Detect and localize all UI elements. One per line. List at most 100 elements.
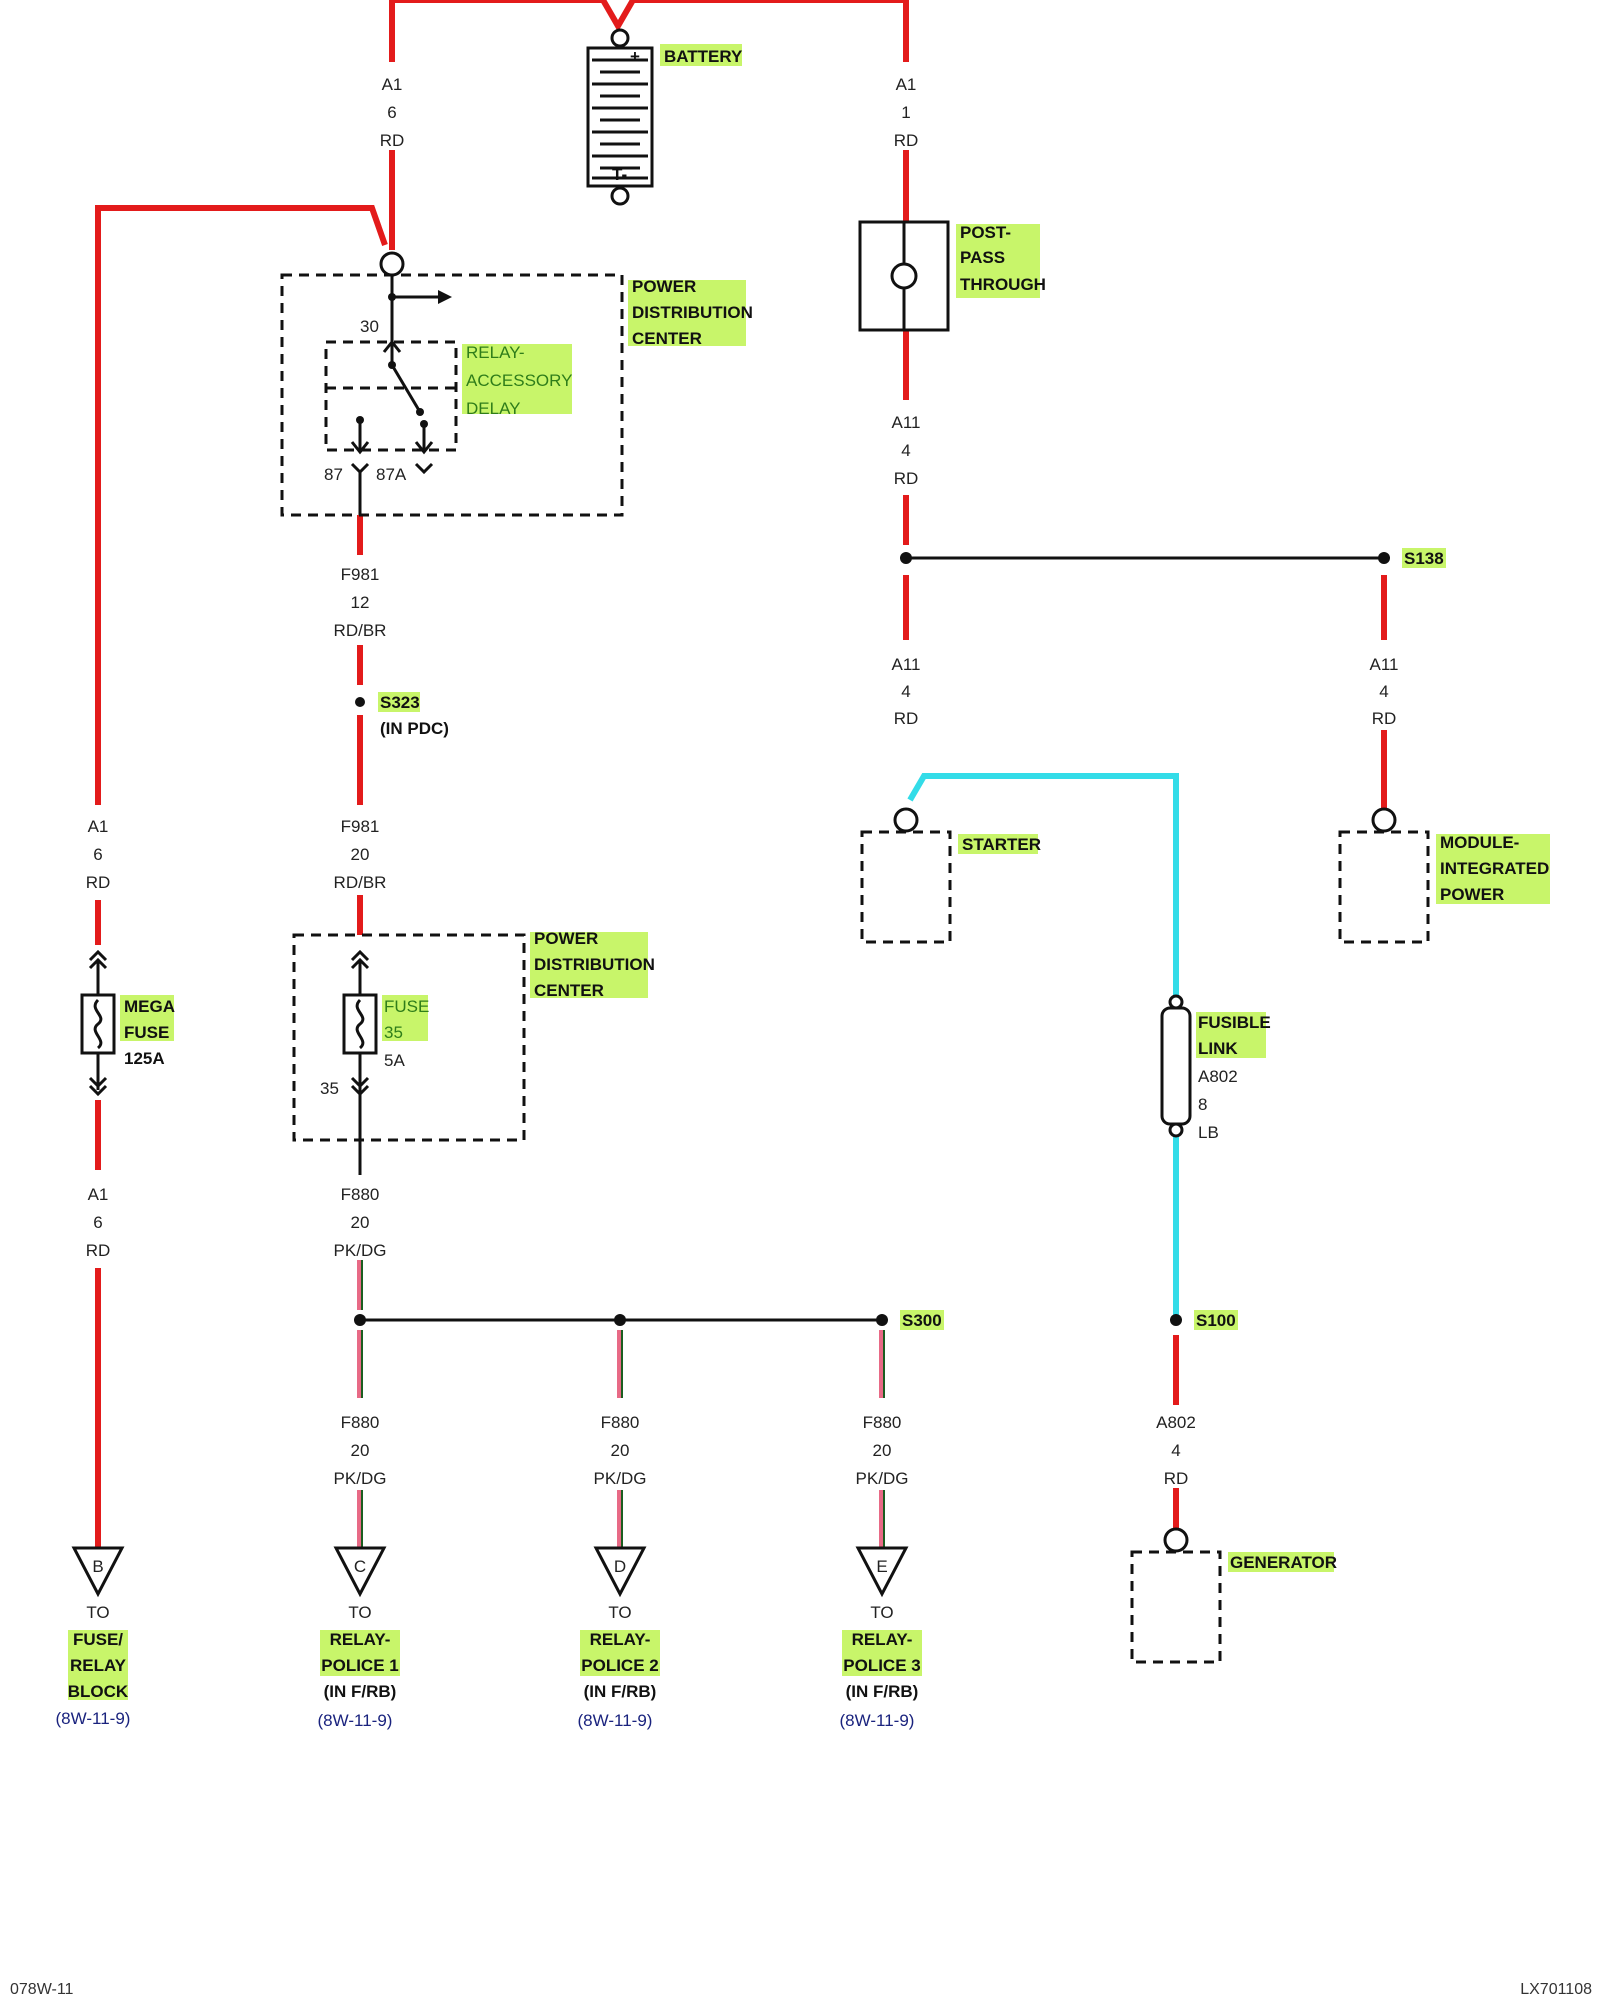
generator-label: GENERATOR [1230,1553,1337,1572]
mega-fuse-rating: 125A [124,1049,165,1068]
splice-s138 [1378,552,1390,564]
splice-s300-node [614,1314,626,1326]
battery-plus: + [630,47,640,66]
connector-to: TO [608,1603,631,1622]
fusible-link-label: FUSIBLE [1198,1013,1271,1032]
connector-ref-link[interactable]: (8W-11-9) [318,1711,393,1730]
wire-label-circuit: A1 [896,75,917,94]
wire-label-circuit: A1 [88,1185,109,1204]
wire-battery-bus [389,0,909,62]
wire-label-circuit: A802 [1156,1413,1196,1432]
pdc-mid-label: POWER [534,929,598,948]
relay-pin87-label: 87 [324,465,343,484]
wire-label-gauge: 1 [901,103,910,122]
fuse35-pin: 35 [320,1079,339,1098]
module-terminal [1371,807,1397,833]
fusible-link-label: LINK [1198,1039,1238,1058]
relay-label: DELAY [466,399,521,418]
connector-dest: RELAY- [330,1630,391,1649]
wire-label-gauge: 6 [93,845,102,864]
mega-fuse-label: FUSE [124,1023,169,1042]
wire-label-gauge: 4 [901,682,910,701]
connector-to: TO [870,1603,893,1622]
splice-s323 [355,697,365,707]
battery-symbol [586,28,654,206]
connector-ref-link[interactable]: (8W-11-9) [840,1711,915,1730]
connector-dest: (IN F/RB) [846,1682,919,1701]
relay-pin30-label: 30 [360,317,379,336]
mega-fuse-symbol [80,949,116,1097]
connector-dest: BLOCK [68,1682,129,1701]
connector-dest: POLICE 1 [321,1656,398,1675]
splice-s323-note: (IN PDC) [380,719,449,738]
splice-s138-label: S138 [1404,549,1444,568]
wire-label-circuit: A11 [1370,655,1399,674]
splice-s323-label: S323 [380,693,420,712]
battery-label: BATTERY [664,47,743,66]
connector-e: E [855,1546,909,1598]
connector-dest: POLICE 3 [843,1656,920,1675]
wire-label-gauge: 6 [387,103,396,122]
starter-terminal [893,807,919,833]
connector-letter: B [92,1557,103,1576]
starter-box [860,830,952,944]
splice-s300 [876,1314,888,1326]
fuse35-symbol [342,949,378,1097]
wire-label-color: RD/BR [334,873,387,892]
generator-terminal [1163,1527,1189,1553]
connector-dest: (IN F/RB) [584,1682,657,1701]
wire-label-color: RD [86,873,111,892]
pdc-mid-label: DISTRIBUTION [534,955,655,974]
generator-box [1130,1550,1222,1664]
connector-dest: RELAY- [852,1630,913,1649]
wire-label-gauge: 4 [901,441,910,460]
module-label: POWER [1440,885,1504,904]
wire-label-color: RD [894,469,919,488]
wire-label-circuit: A11 [892,655,921,674]
wire-label-circuit: A11 [892,413,921,432]
starter-label: STARTER [962,835,1041,854]
connector-letter: E [876,1557,887,1576]
splice-s300-node [354,1314,366,1326]
wire-label-color: PK/DG [594,1469,647,1488]
connector-ref-link[interactable]: (8W-11-9) [56,1709,131,1728]
fusible-link-circuit: A802 [1198,1067,1238,1086]
post-pass-through-label: THROUGH [960,275,1046,294]
wire-label-color: RD/BR [334,621,387,640]
wire-f880-d-lower [617,1490,623,1548]
mega-fuse-label: MEGA [124,997,175,1016]
pdc-top-label: POWER [632,277,696,296]
connector-b: B [71,1546,125,1598]
connector-to: TO [86,1603,109,1622]
connector-d: D [593,1546,647,1598]
pdc-top-box [280,273,624,517]
relay-label: ACCESSORY [466,371,572,390]
wire-label-circuit: F981 [341,817,380,836]
relay-label: RELAY- [466,343,525,362]
wire-label-circuit: F880 [341,1413,380,1432]
wire-label-color: PK/DG [334,1241,387,1260]
wire-label-circuit: F880 [863,1413,902,1432]
wire-f880-upper [357,1260,363,1310]
pdc-top-terminal [379,251,405,277]
splice-s300-label: S300 [902,1311,942,1330]
wire-label-gauge: 20 [873,1441,892,1460]
wire-a1-to-mega [95,205,388,805]
footer-figure-id: LX701108 [1520,1981,1592,1998]
wire-label-color: RD [1372,709,1397,728]
wire-label-circuit: A1 [88,817,109,836]
fuse35-rating: 5A [384,1051,405,1070]
wire-label-color: RD [1164,1469,1189,1488]
fusible-link-symbol [1160,994,1192,1138]
pdc-mid-label: CENTER [534,981,604,1000]
wire-label-circuit: F880 [341,1185,380,1204]
wire-label-color: PK/DG [856,1469,909,1488]
connector-to: TO [348,1603,371,1622]
wire-f880-e-lower [879,1490,885,1548]
wire-a802-fusible [907,773,1179,998]
relay-pin87a-label: 87A [376,465,407,484]
fusible-link-gauge: 8 [1198,1095,1207,1114]
wire-label-circuit: F981 [341,565,380,584]
connector-ref-link[interactable]: (8W-11-9) [578,1711,653,1730]
